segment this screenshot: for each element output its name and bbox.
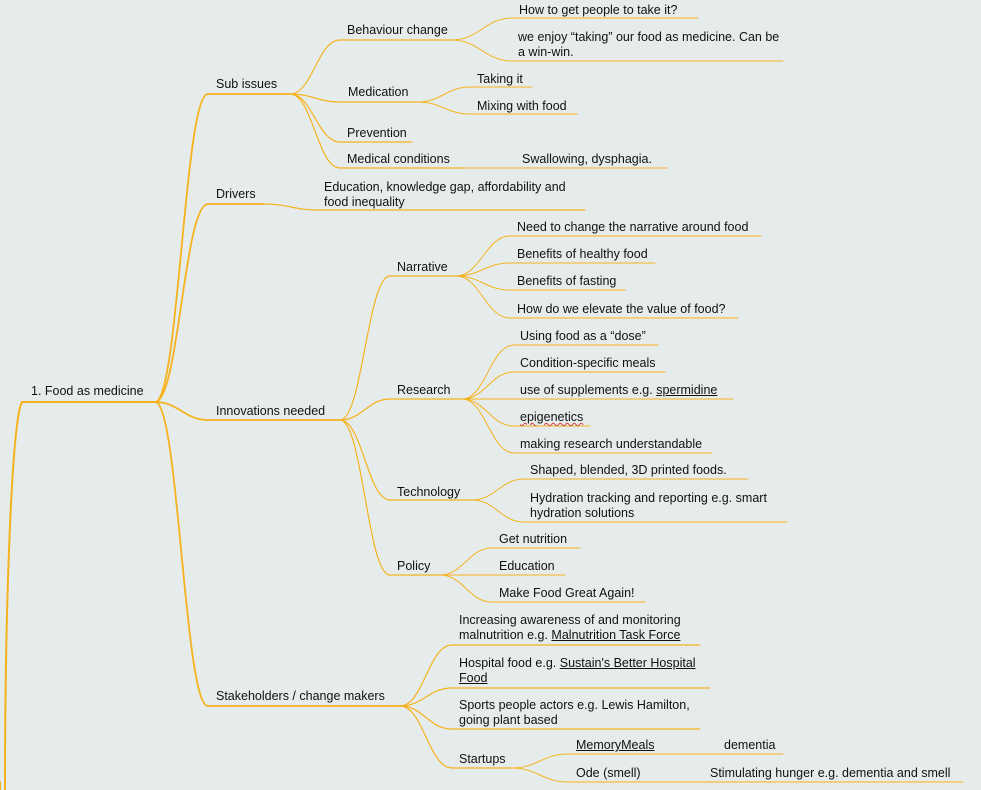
connector-27 xyxy=(471,478,749,501)
connector-11 xyxy=(417,101,578,115)
trunk-curve xyxy=(4,401,23,790)
spermidine-link[interactable]: spermidine xyxy=(656,383,718,397)
sustain-hospital-food-link[interactable]: Sustain's Better Hospital Food xyxy=(459,656,696,685)
connector-10 xyxy=(417,86,533,103)
topic-swallowing-dysphagia[interactable]: Swallowing, dysphagia. xyxy=(522,152,652,166)
awareness-text: Increasing awareness of and monitoring m… xyxy=(459,613,681,642)
topic-medical-conditions[interactable]: Medical conditions xyxy=(347,152,450,166)
topic-dementia[interactable]: dementia xyxy=(724,738,776,752)
connector-26 xyxy=(461,398,713,454)
topic-stimulating-hunger[interactable]: Stimulating hunger e.g. dementia and sme… xyxy=(710,766,951,780)
topic-food-as-dose[interactable]: Using food as a “dose” xyxy=(520,329,646,343)
connector-5 xyxy=(289,93,419,103)
topic-sports-people[interactable]: Sports people actors e.g. Lewis Hamilton… xyxy=(459,698,690,727)
topic-mixing-with-food[interactable]: Mixing with food xyxy=(477,99,567,113)
connector-25 xyxy=(461,398,591,427)
connector-17 xyxy=(339,419,441,576)
topic-ode-smell[interactable]: Ode (smell) xyxy=(576,766,641,780)
connector-34 xyxy=(399,705,701,730)
topic-get-nutrition[interactable]: Get nutrition xyxy=(499,532,568,546)
topic-education-knowledge-gap[interactable]: Education, knowledge gap, affordability … xyxy=(324,180,566,209)
topic-supplements[interactable]: use of supplements e.g. spermidine xyxy=(520,383,717,398)
topic-research-understandable[interactable]: making research understandable xyxy=(520,437,703,451)
topic-prevention[interactable]: Prevention xyxy=(347,126,407,140)
topic-stakeholders[interactable]: Stakeholders / change makers xyxy=(216,689,385,703)
connector-18 xyxy=(455,235,762,277)
connector-31 xyxy=(439,574,646,603)
topic-enjoy-taking-food[interactable]: we enjoy “taking” our food as medicine. … xyxy=(518,30,780,59)
connector-7 xyxy=(289,93,463,169)
topic-benefits-healthy-food[interactable]: Benefits of healthy food xyxy=(517,247,648,261)
connector-32 xyxy=(399,644,701,707)
topic-hydration-tracking[interactable]: Hydration tracking and reporting e.g. sm… xyxy=(530,491,767,520)
topic-medication[interactable]: Medication xyxy=(348,85,409,99)
topic-benefits-fasting[interactable]: Benefits of fasting xyxy=(517,274,617,288)
connector-8 xyxy=(451,17,699,41)
connector-4 xyxy=(289,39,453,95)
connector-13 xyxy=(263,203,586,211)
memorymeals-link[interactable]: MemoryMeals xyxy=(576,738,655,752)
topic-condition-specific-meals[interactable]: Condition-specific meals xyxy=(520,356,656,370)
topic-technology[interactable]: Technology xyxy=(397,485,461,499)
topic-hospital-food[interactable]: Hospital food e.g. Sustain's Better Hosp… xyxy=(459,656,721,686)
connector-0 xyxy=(154,93,291,403)
connector-37 xyxy=(511,767,701,783)
connector-20 xyxy=(455,275,626,291)
connector-2 xyxy=(154,401,341,421)
topic-memorymeals[interactable]: MemoryMeals xyxy=(576,738,655,753)
connector-14 xyxy=(339,275,457,421)
topic-behaviour-change[interactable]: Behaviour change xyxy=(347,23,448,37)
connector-15 xyxy=(339,398,463,421)
connector-21 xyxy=(455,275,739,319)
connector-36 xyxy=(511,753,701,769)
connector-16 xyxy=(339,419,473,501)
hospital-text: Hospital food e.g. xyxy=(459,656,560,670)
malnutrition-task-force-link[interactable]: Malnutrition Task Force xyxy=(551,628,681,642)
topic-how-to-get-people[interactable]: How to get people to take it? xyxy=(519,3,678,17)
connector-22 xyxy=(461,344,659,400)
topic-change-narrative[interactable]: Need to change the narrative around food xyxy=(517,220,749,234)
connector-35 xyxy=(399,705,513,769)
connector-19 xyxy=(455,262,656,277)
topic-malnutrition-awareness[interactable]: Increasing awareness of and monitoring m… xyxy=(459,613,721,643)
topic-epigenetics[interactable]: epigenetics xyxy=(520,410,583,425)
epigenetics-text: epigenetics xyxy=(520,410,584,424)
topic-make-food-great[interactable]: Make Food Great Again! xyxy=(499,586,635,600)
topic-sub-issues[interactable]: Sub issues xyxy=(216,77,278,91)
supplements-text: use of supplements e.g. xyxy=(520,383,657,397)
topic-elevate-value[interactable]: How do we elevate the value of food? xyxy=(517,302,726,316)
topic-policy[interactable]: Policy xyxy=(397,559,431,573)
connector-28 xyxy=(471,499,788,523)
topic-taking-it[interactable]: Taking it xyxy=(477,72,523,86)
topic-policy-education[interactable]: Education xyxy=(499,559,555,573)
connector-3 xyxy=(154,401,401,707)
connector-33 xyxy=(399,687,711,707)
connector-1 xyxy=(154,203,265,403)
topic-shaped-blended-foods[interactable]: Shaped, blended, 3D printed foods. xyxy=(530,463,727,477)
connector-23 xyxy=(461,371,666,400)
connector-29 xyxy=(439,547,581,576)
connector-6 xyxy=(289,93,413,143)
topic-startups[interactable]: Startups xyxy=(459,752,506,766)
root-topic[interactable]: 1. Food as medicine xyxy=(31,384,144,398)
topic-drivers[interactable]: Drivers xyxy=(216,187,256,201)
connector-9 xyxy=(451,39,784,62)
topic-research[interactable]: Research xyxy=(397,383,451,397)
topic-narrative[interactable]: Narrative xyxy=(397,260,448,274)
topic-innovations-needed[interactable]: Innovations needed xyxy=(216,404,326,418)
